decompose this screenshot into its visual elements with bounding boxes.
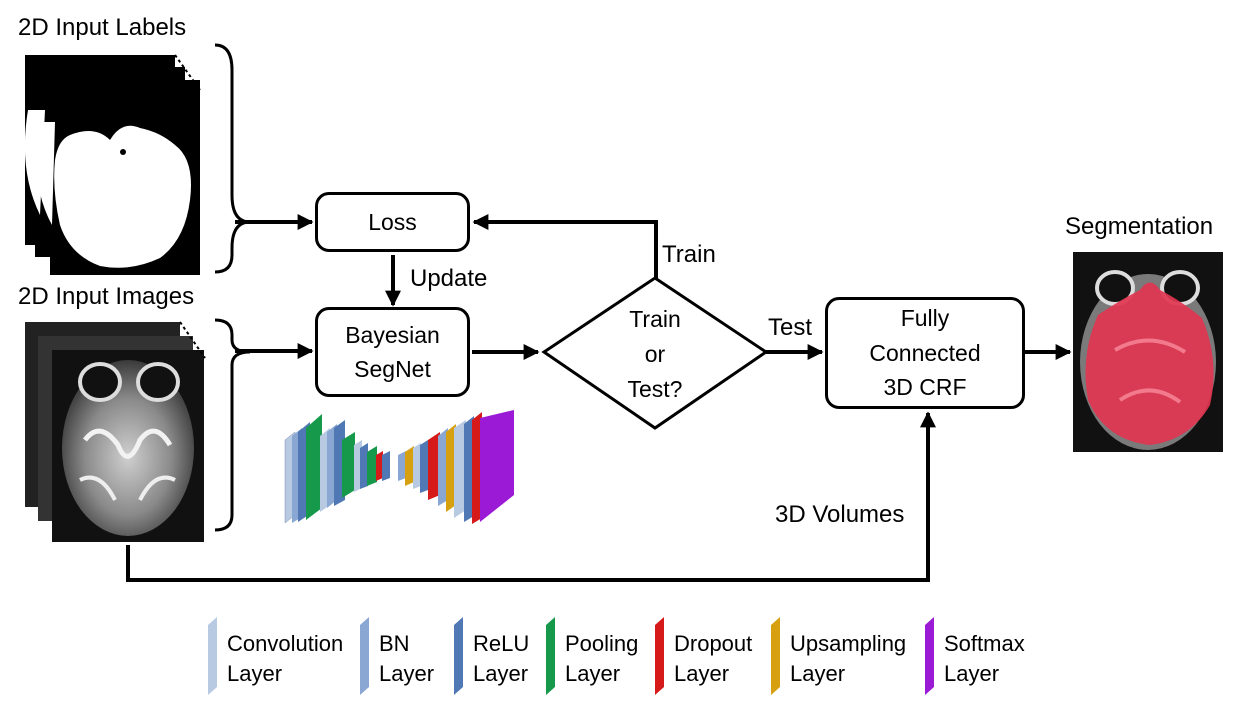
pooling-swatch-icon xyxy=(546,617,555,695)
train-label: Train xyxy=(662,241,716,268)
crf-label-line2: Connected xyxy=(869,339,981,366)
volumes-label: 3D Volumes xyxy=(775,501,905,528)
softmax-swatch-icon xyxy=(925,617,934,695)
loss-label: Loss xyxy=(368,208,417,235)
convolution-swatch-icon xyxy=(208,617,217,695)
crf-label-line1: Fully xyxy=(900,305,950,332)
input-labels-title: 2D Input Labels xyxy=(18,14,187,41)
decision-line2: or xyxy=(644,341,666,367)
volumes-arrow xyxy=(126,411,936,582)
segnet-label-line2: SegNet xyxy=(354,356,431,382)
mri-slice-stack xyxy=(25,321,206,542)
segnet-label-line1: Bayesian xyxy=(345,321,440,348)
segmentation-result-image xyxy=(1073,252,1223,452)
upsampling-swatch-icon xyxy=(771,617,780,695)
decision-line3: Test? xyxy=(627,376,683,402)
input-images-title: 2D Input Images xyxy=(18,283,195,310)
update-label: Update xyxy=(410,265,488,292)
train-or-test-decision xyxy=(541,276,769,430)
train-arrow xyxy=(472,214,658,278)
crf-label-line3: 3D CRF xyxy=(883,374,967,401)
bn-swatch-icon xyxy=(360,617,369,695)
crf-box: Fully Connected 3D CRF xyxy=(825,297,1025,409)
segnet-box: Bayesian SegNet xyxy=(315,307,470,397)
relu-swatch-icon xyxy=(454,617,463,695)
decision-line1: Train xyxy=(629,306,681,332)
segmentation-title: Segmentation xyxy=(1065,213,1214,240)
decision-text: Train or Test? xyxy=(595,302,715,407)
loss-box: Loss xyxy=(315,192,470,252)
label-mask-stack xyxy=(24,54,201,275)
dropout-swatch-icon xyxy=(655,617,664,695)
test-label: Test xyxy=(768,314,813,341)
network-architecture-icon xyxy=(284,410,514,524)
